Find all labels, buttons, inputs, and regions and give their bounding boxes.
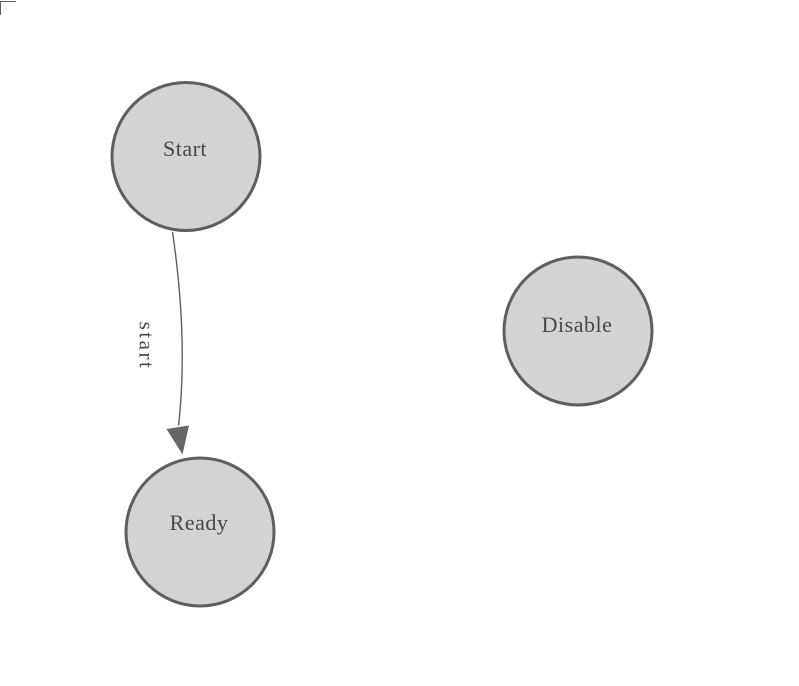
state-label: Ready [170,510,229,535]
edge-arrowhead [166,425,189,455]
state-label: Disable [542,312,613,337]
state-label: Start [163,136,207,161]
state-circle[interactable] [502,255,654,407]
state-node-disable[interactable]: Disable [502,255,654,407]
state-circle[interactable] [110,81,262,232]
state-circle[interactable] [124,456,276,608]
transition-start-to-ready[interactable]: start [135,231,189,455]
state-node-ready[interactable]: Ready [124,456,276,608]
state-node-start[interactable]: Start [110,81,262,232]
edge-path[interactable] [171,231,183,426]
edge-label[interactable]: start [135,322,159,371]
